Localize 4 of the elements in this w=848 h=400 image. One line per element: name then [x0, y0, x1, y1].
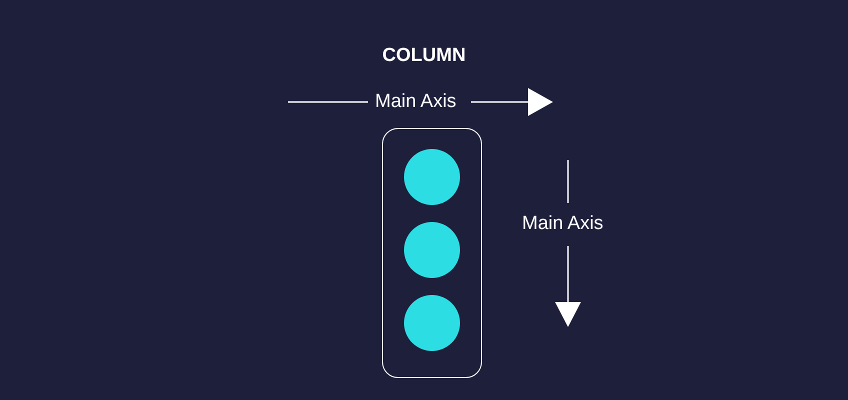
- diagram-title: COLUMN: [381, 45, 467, 67]
- container-box: [382, 128, 482, 378]
- axis-label: Main Axis: [375, 91, 456, 113]
- axis-label: Main Axis: [522, 213, 604, 235]
